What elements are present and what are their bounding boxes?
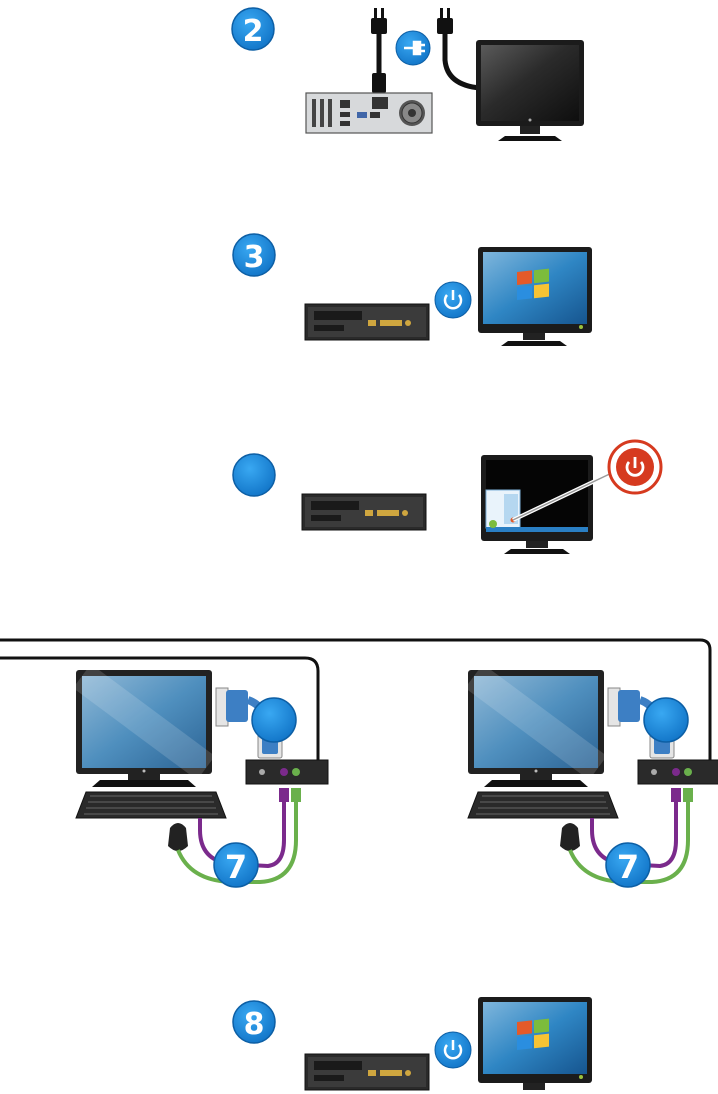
step-3-badge: 3 [233,234,275,276]
desktop-tower-front [305,304,429,340]
step-7-number-right: 7 [617,848,639,886]
thin-client-left [246,760,328,784]
mouse-right [560,823,580,851]
monitor-windows-2 [478,997,592,1090]
workstation-right: 7 [468,670,718,887]
workstation-left: 7 [76,670,328,887]
step-8-group: 8 [233,997,592,1090]
keyboard-left [76,792,226,818]
step-5-badge [252,698,296,742]
power-plug-monitor [437,8,480,88]
mouse-left [168,823,188,851]
monitor-windows [478,247,592,346]
desktop-tower-back [306,93,432,133]
step-2-number: 2 [243,14,264,49]
power-plug-tower [371,8,387,93]
step-2-badge: 2 [232,8,274,50]
power-button-icon-2 [435,1032,471,1068]
shutdown-icon [609,441,661,493]
monitor-left [76,670,212,787]
step-8-number: 8 [244,1007,265,1042]
step-7-badge-left: 7 [214,843,258,887]
step-3-number: 3 [244,240,265,275]
monitor-start-menu [481,455,618,554]
power-button-icon [435,282,471,318]
monitor-right [468,670,604,787]
desktop-tower-front-3 [305,1054,429,1090]
step-5-badge-right [644,698,688,742]
step-3-group: 3 [233,234,592,346]
thin-client-right [638,760,718,784]
step-4-group [233,441,661,554]
step-4-badge [233,454,275,496]
step-2-group: 2 [232,8,584,141]
step-7-badge-right: 7 [606,843,650,887]
step-8-badge: 8 [233,1001,275,1043]
step-7-number-left: 7 [225,848,247,886]
monitor-off [476,40,584,141]
desktop-tower-front-2 [302,494,426,530]
power-plug-icon [396,31,430,65]
keyboard-right [468,792,618,818]
